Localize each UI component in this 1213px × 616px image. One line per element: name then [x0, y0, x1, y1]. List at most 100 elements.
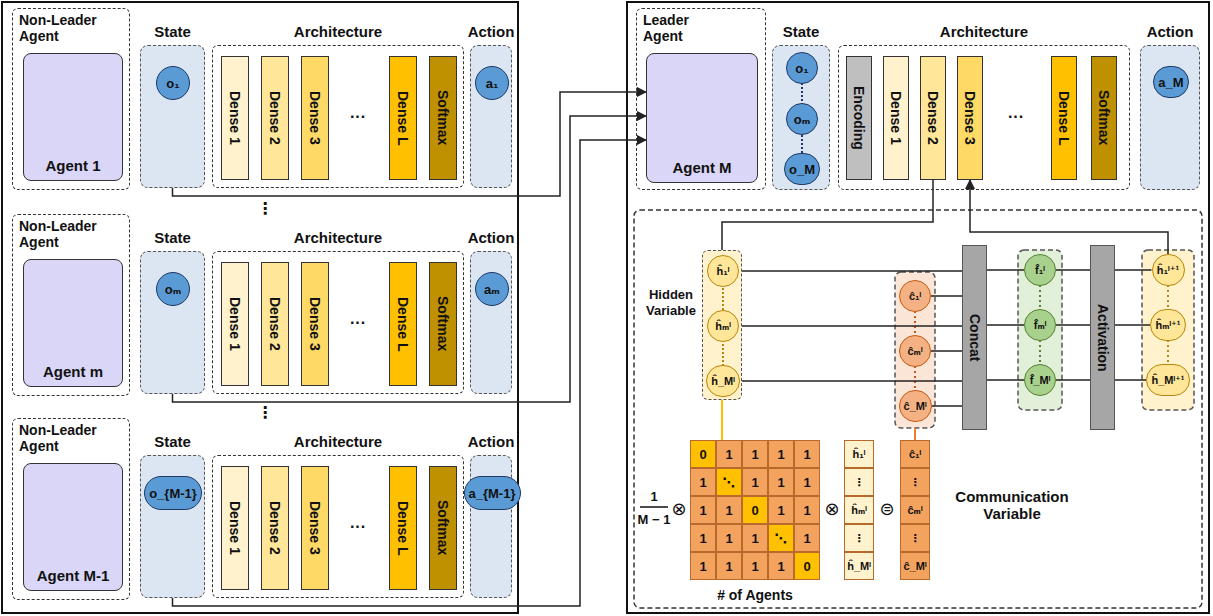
vector-cell: ĥₘˡ	[844, 496, 874, 524]
group-box: Non-Leader AgentAgent m	[12, 214, 130, 396]
node-label: oₘ	[794, 112, 811, 127]
vector-cell: ĉₘˡ	[900, 496, 930, 524]
vector-cell: ĥ₁ˡ	[844, 440, 874, 468]
comm-node: ĉ₁ˡ	[899, 280, 931, 312]
node-label: Dense 3	[307, 91, 323, 145]
layer-box: Dense 2	[920, 56, 946, 180]
layer-box: Dense 3	[301, 262, 329, 386]
node-label: oₘ	[165, 282, 182, 297]
vector-cell: ĉ_Mˡ	[900, 552, 930, 580]
node-label: Dense 1	[227, 501, 243, 555]
connector	[739, 270, 962, 272]
next-hidden-node: ĥ_Mˡ⁺¹	[1146, 364, 1190, 396]
operator: ⊜	[879, 498, 894, 520]
next-hidden-node: ĥ₁ˡ⁺¹	[1152, 254, 1185, 286]
ellipsis: ···	[350, 518, 366, 536]
leader-line	[721, 400, 723, 440]
connector	[1056, 269, 1090, 271]
node-label: Activation	[1095, 304, 1111, 372]
comm-column	[895, 272, 935, 428]
matrix-cell: 1	[742, 440, 768, 468]
node-label: Dense 2	[267, 91, 283, 145]
matrix-cell: 1	[768, 440, 794, 468]
node-label: Agent M-1	[37, 567, 110, 584]
axis-label: # of Agents	[717, 587, 793, 603]
encoding-box: Encoding	[846, 56, 872, 180]
matrix-cell: ⋱	[716, 468, 742, 496]
connector	[1056, 379, 1090, 381]
connector	[1115, 269, 1152, 271]
node-label: State	[749, 23, 853, 40]
layer-box: Dense 1	[221, 466, 249, 590]
node-label: Dense 1	[227, 297, 243, 351]
layer-box: Dense 2	[261, 466, 289, 590]
connector	[740, 380, 962, 382]
right-panel	[627, 2, 1209, 613]
node-label: Dense 2	[267, 501, 283, 555]
vector-cell: ĥ_Mˡ	[844, 552, 874, 580]
fraction-term: M − 1	[638, 512, 671, 527]
node-label: f̂_Mˡ	[1030, 374, 1051, 386]
matrix-cell: 1	[742, 552, 768, 580]
node-label: Non-Leader Agent	[13, 215, 109, 253]
node-label: Dense L	[1056, 91, 1072, 145]
node-label: Encoding	[851, 86, 867, 150]
node-label: Dense 3	[307, 297, 323, 351]
node-label: Softmax	[435, 90, 451, 145]
concat-bar: Concat	[962, 245, 987, 430]
matrix-cell: 1	[794, 496, 820, 524]
group-box: Leader AgentAgent M	[636, 8, 766, 190]
node-label: State	[117, 229, 228, 246]
annotation: Communication Variable	[947, 488, 1077, 522]
node-label: ĉ_Mˡ	[904, 400, 927, 412]
node-label: a_M	[1158, 75, 1183, 90]
matrix-cell: 1	[716, 524, 742, 552]
node-label: ĥ_Mˡ	[711, 375, 735, 387]
node-label: Dense L	[395, 297, 411, 351]
matrix-cell: 1	[690, 468, 716, 496]
node-label: State	[117, 23, 228, 40]
node-label: Dense 1	[227, 91, 243, 145]
connector	[931, 350, 962, 352]
architecture-box: ArchitectureEncodingDense 1Dense 2Dense …	[838, 45, 1130, 190]
node-label: Dense 3	[962, 91, 978, 145]
architecture-box: ArchitectureDense 1Dense 2Dense 3Dense L…	[212, 251, 464, 394]
layer-box: Dense L	[1051, 56, 1077, 180]
action-node: a₁	[475, 66, 509, 100]
operator: ⊗	[671, 498, 686, 520]
node-label: Action	[1117, 23, 1213, 40]
matrix-cell: 1	[742, 524, 768, 552]
matrix-cell: 1	[690, 524, 716, 552]
comm-panel	[634, 210, 1202, 608]
group-box: Non-Leader AgentAgent M-1	[12, 418, 130, 600]
architecture-box: ArchitectureDense 1Dense 2Dense 3Dense L…	[212, 45, 464, 188]
connector	[987, 269, 1024, 271]
matrix-cell: 1	[716, 440, 742, 468]
vector-cell: ⋮	[844, 524, 874, 552]
connector	[1056, 324, 1090, 326]
ellipsis: ···	[1008, 108, 1024, 126]
vector-cell: ⋮	[900, 524, 930, 552]
matrix-cell: 1	[690, 552, 716, 580]
feature-column	[1018, 250, 1062, 410]
node-label: Dense 2	[267, 297, 283, 351]
node-label: Non-Leader Agent	[13, 9, 109, 47]
observation-node: oₘ	[156, 272, 190, 306]
layer-box: Softmax	[1091, 56, 1117, 180]
matrix-cell: ⋱	[768, 524, 794, 552]
layer-box: Dense 1	[883, 56, 909, 180]
node-label: Architecture	[815, 23, 1153, 40]
node-label: o_{M-1}	[149, 486, 197, 501]
vector-cell: ĉ₁ˡ	[900, 440, 930, 468]
matrix-cell: 0	[742, 496, 768, 524]
node-label: Softmax	[435, 296, 451, 351]
action-box: Actiona_{M-1}	[470, 455, 512, 598]
matrix-cell: 1	[716, 552, 742, 580]
action-node: aₘ	[475, 272, 509, 306]
action-box: Actiona_M	[1140, 45, 1200, 190]
agent-box: Agent m	[23, 259, 123, 387]
next-hidden-column	[1142, 250, 1194, 410]
hidden-variable-box: Hidden Variableĥ₁ˡĥₘˡĥ_Mˡ	[702, 250, 742, 400]
leader-line	[914, 428, 916, 440]
state-box: Stateo₁oₘo_M	[772, 45, 830, 190]
